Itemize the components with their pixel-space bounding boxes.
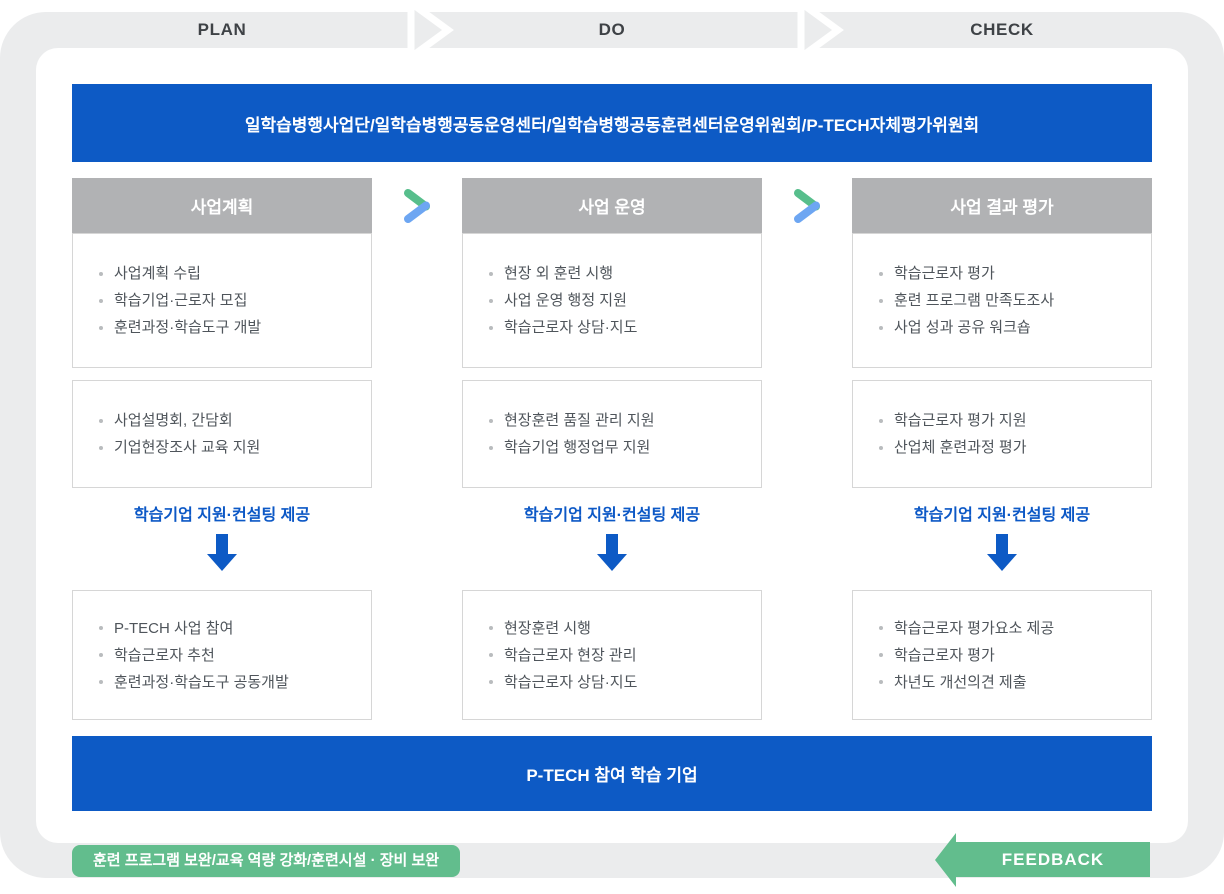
- list-item: 학습근로자 현장 관리: [489, 642, 761, 669]
- list-item: 학습근로자 평가요소 제공: [879, 615, 1151, 642]
- flow-arrow-right-icon: [407, 1, 454, 59]
- list-item: 차년도 개선의견 제출: [879, 669, 1151, 696]
- top-organizations-banner: 일학습병행사업단/일학습병행공동운영센터/일학습병행공동훈련센터운영위원회/P-…: [72, 84, 1152, 162]
- list-item: P-TECH 사업 참여: [99, 615, 371, 642]
- improvement-pill: 훈련 프로그램 보완/교육 역량 강화/훈련시설 · 장비 보완: [72, 845, 461, 877]
- list-item: 훈련 프로그램 만족도조사: [879, 287, 1151, 314]
- column-plan: 사업계획 사업계획 수립 학습기업·근로자 모집 훈련과정·학습도구 개발 사업…: [72, 178, 372, 720]
- list-item: 기업현장조사 교육 지원: [99, 434, 371, 461]
- check-support-box: 학습근로자 평가 지원 산업체 훈련과정 평가: [852, 380, 1152, 488]
- chevron-right-icon: [794, 189, 820, 223]
- column-header: 사업 결과 평가: [852, 178, 1152, 233]
- feedback-arrow: FEEDBACK: [935, 831, 1150, 889]
- do-support-box: 현장훈련 품질 관리 지원 학습기업 행정업무 지원: [462, 380, 762, 488]
- down-arrow-icon: [207, 534, 237, 571]
- list-item: 현장 외 훈련 시행: [489, 260, 761, 287]
- list-item: 학습기업·근로자 모집: [99, 287, 371, 314]
- support-callout: 학습기업 지원·컨설팅 제공: [852, 501, 1152, 572]
- plan-tasks-box: 사업계획 수립 학습기업·근로자 모집 훈련과정·학습도구 개발: [72, 233, 372, 368]
- list-item: 훈련과정·학습도구 개발: [99, 314, 371, 341]
- support-label: 학습기업 지원·컨설팅 제공: [133, 507, 311, 524]
- column-header: 사업계획: [72, 178, 372, 233]
- participating-companies-banner: P-TECH 참여 학습 기업: [72, 736, 1152, 811]
- down-arrow-icon: [597, 534, 627, 571]
- list-item: 사업설명회, 간담회: [99, 407, 371, 434]
- support-label: 학습기업 지원·컨설팅 제공: [523, 507, 701, 524]
- columns-grid: 사업계획 사업계획 수립 학습기업·근로자 모집 훈련과정·학습도구 개발 사업…: [72, 178, 1152, 720]
- flow-arrow-right-icon: [797, 1, 844, 59]
- column-header: 사업 운영: [462, 178, 762, 233]
- list-item: 사업계획 수립: [99, 260, 371, 287]
- column-do: 사업 운영 현장 외 훈련 시행 사업 운영 행정 지원 학습근로자 상담·지도…: [462, 178, 762, 720]
- phase-label-do: DO: [598, 20, 626, 39]
- check-tasks-box: 학습근로자 평가 훈련 프로그램 만족도조사 사업 성과 공유 워크숍: [852, 233, 1152, 368]
- plan-support-box: 사업설명회, 간담회 기업현장조사 교육 지원: [72, 380, 372, 488]
- support-label: 학습기업 지원·컨설팅 제공: [913, 507, 1091, 524]
- feedback-arrow-icon: [935, 833, 1150, 887]
- support-callout: 학습기업 지원·컨설팅 제공: [72, 501, 372, 572]
- column-check: 사업 결과 평가 학습근로자 평가 훈련 프로그램 만족도조사 사업 성과 공유…: [852, 178, 1152, 720]
- check-company-box: 학습근로자 평가요소 제공 학습근로자 평가 차년도 개선의견 제출: [852, 590, 1152, 720]
- feedback-label: FEEDBACK: [1001, 849, 1105, 869]
- phase-label-plan: PLAN: [197, 20, 247, 39]
- do-company-box: 현장훈련 시행 학습근로자 현장 관리 학습근로자 상담·지도: [462, 590, 762, 720]
- list-item: 학습근로자 상담·지도: [489, 669, 761, 696]
- down-arrow-icon: [987, 534, 1017, 571]
- support-callout: 학습기업 지원·컨설팅 제공: [462, 501, 762, 572]
- list-item: 학습근로자 평가 지원: [879, 407, 1151, 434]
- plan-company-box: P-TECH 사업 참여 학습근로자 추천 훈련과정·학습도구 공동개발: [72, 590, 372, 720]
- do-tasks-box: 현장 외 훈련 시행 사업 운영 행정 지원 학습근로자 상담·지도: [462, 233, 762, 368]
- list-item: 학습근로자 평가: [879, 260, 1151, 287]
- phase-label-check: CHECK: [970, 20, 1034, 39]
- list-item: 학습근로자 평가: [879, 642, 1151, 669]
- list-item: 학습근로자 상담·지도: [489, 314, 761, 341]
- list-item: 사업 운영 행정 지원: [489, 287, 761, 314]
- list-item: 학습기업 행정업무 지원: [489, 434, 761, 461]
- list-item: 사업 성과 공유 워크숍: [879, 314, 1151, 341]
- list-item: 훈련과정·학습도구 공동개발: [99, 669, 371, 696]
- list-item: 현장훈련 시행: [489, 615, 761, 642]
- list-item: 산업체 훈련과정 평가: [879, 434, 1151, 461]
- list-item: 학습근로자 추천: [99, 642, 371, 669]
- list-item: 현장훈련 품질 관리 지원: [489, 407, 761, 434]
- main-content: 일학습병행사업단/일학습병행공동운영센터/일학습병행공동훈련센터운영위원회/P-…: [72, 84, 1152, 811]
- chevron-right-icon: [404, 189, 430, 223]
